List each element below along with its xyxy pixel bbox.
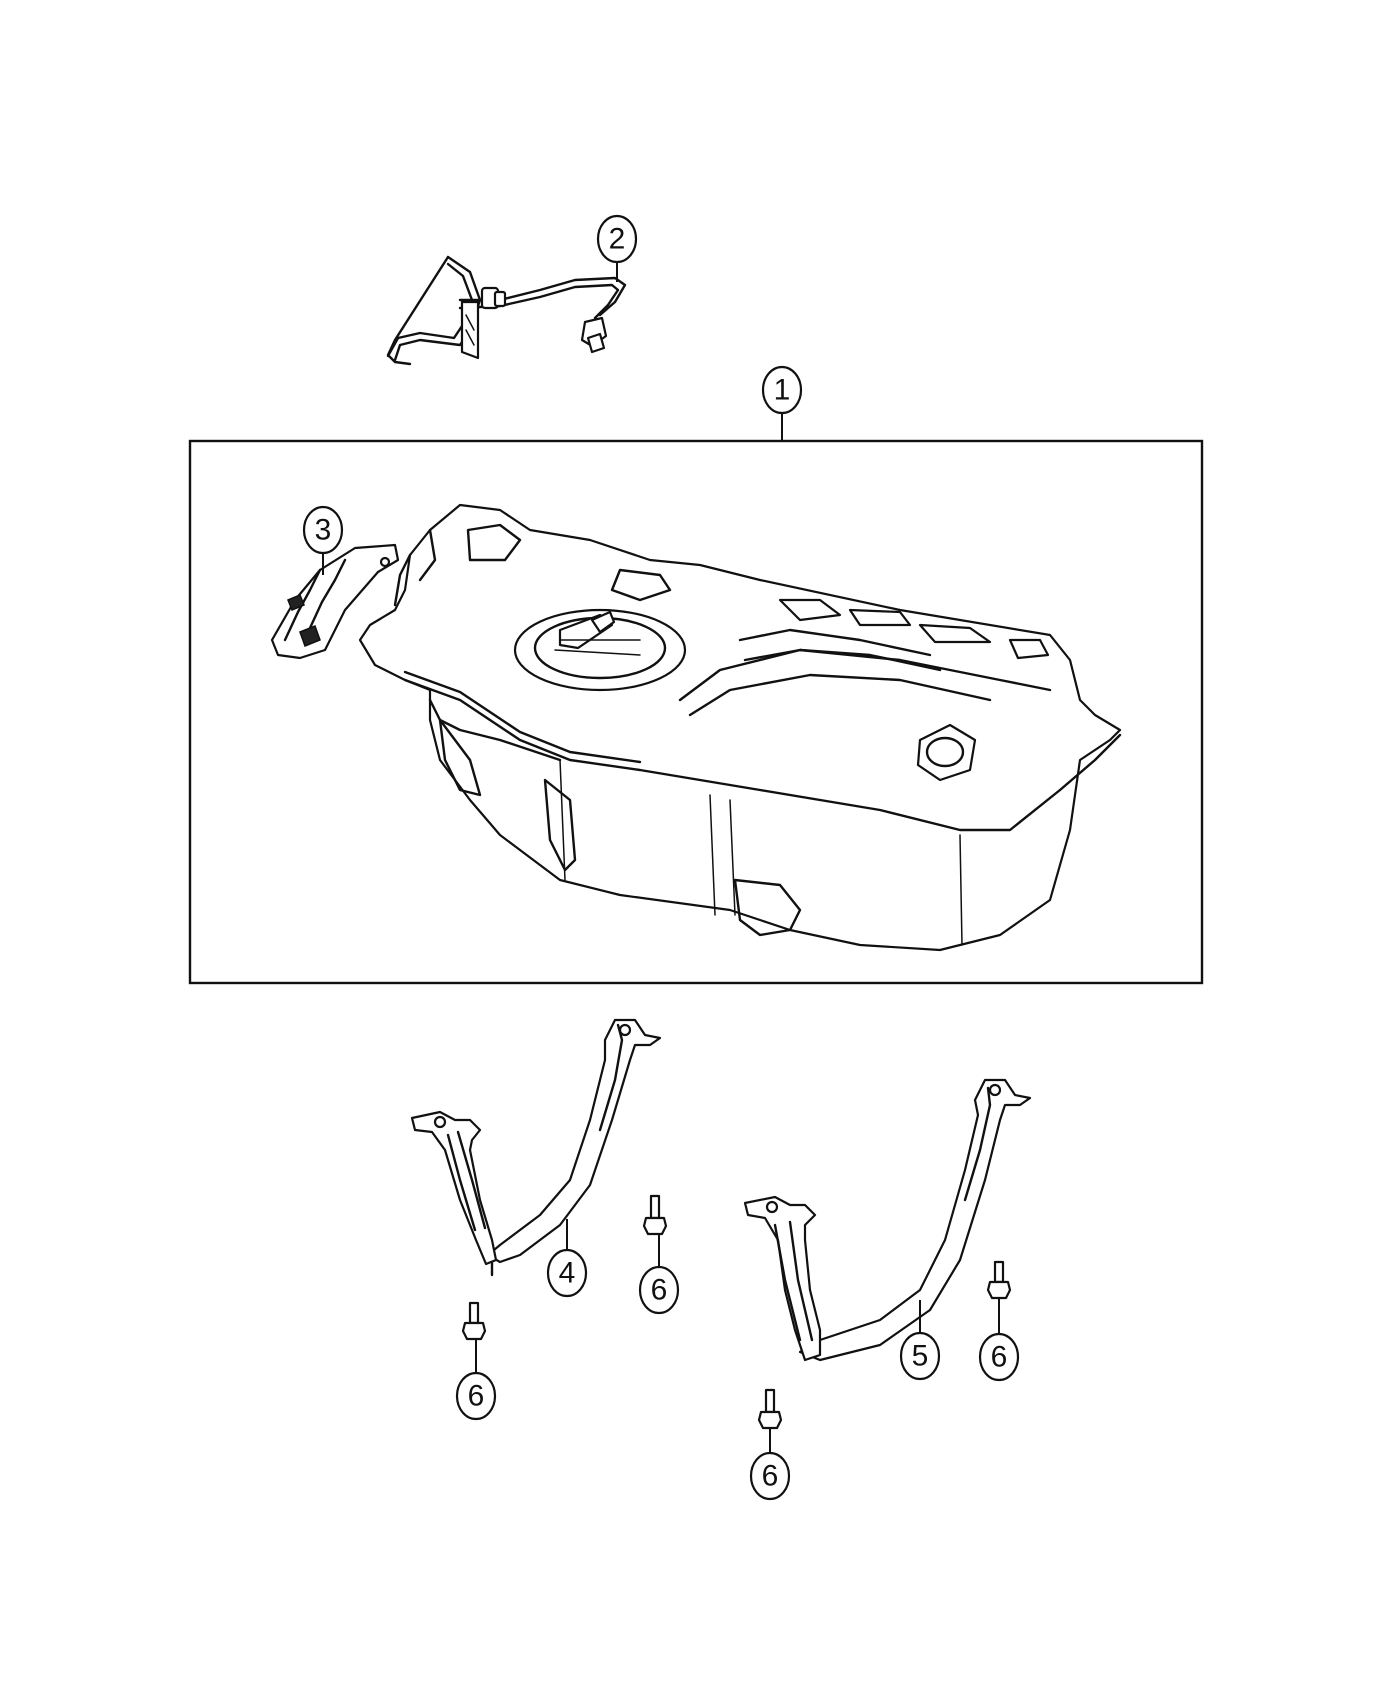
callout-6-center: 6 — [638, 1265, 680, 1315]
callout-1: 1 — [761, 365, 803, 415]
bolt-2 — [461, 1301, 487, 1341]
svg-text:6: 6 — [651, 1274, 668, 1307]
callout-2: 2 — [596, 214, 638, 264]
callout-5: 5 — [899, 1331, 941, 1381]
callout-leaders — [322, 262, 1000, 1453]
callout-6-right: 6 — [978, 1332, 1020, 1382]
bolt-1 — [642, 1194, 668, 1236]
svg-text:6: 6 — [468, 1380, 485, 1413]
svg-text:3: 3 — [315, 514, 332, 547]
bolt-3 — [986, 1260, 1012, 1300]
svg-text:4: 4 — [559, 1257, 576, 1290]
svg-text:6: 6 — [762, 1460, 779, 1493]
fuel-tank — [358, 503, 1122, 952]
fuel-tank-strap-right — [743, 1078, 1032, 1362]
svg-text:1: 1 — [774, 374, 791, 407]
callout-3: 3 — [302, 505, 344, 555]
callout-6-bottom: 6 — [749, 1451, 791, 1501]
fuel-tank-strap-left — [410, 1018, 662, 1277]
svg-text:2: 2 — [609, 223, 626, 256]
heat-shield-bracket — [270, 543, 400, 660]
vent-hose-assembly — [386, 255, 627, 366]
callout-4: 4 — [546, 1248, 588, 1298]
assembly-frame — [188, 439, 1204, 985]
svg-text:6: 6 — [991, 1341, 1008, 1374]
bolt-4 — [757, 1388, 783, 1430]
callout-6-left: 6 — [455, 1371, 497, 1421]
svg-text:5: 5 — [912, 1340, 929, 1373]
